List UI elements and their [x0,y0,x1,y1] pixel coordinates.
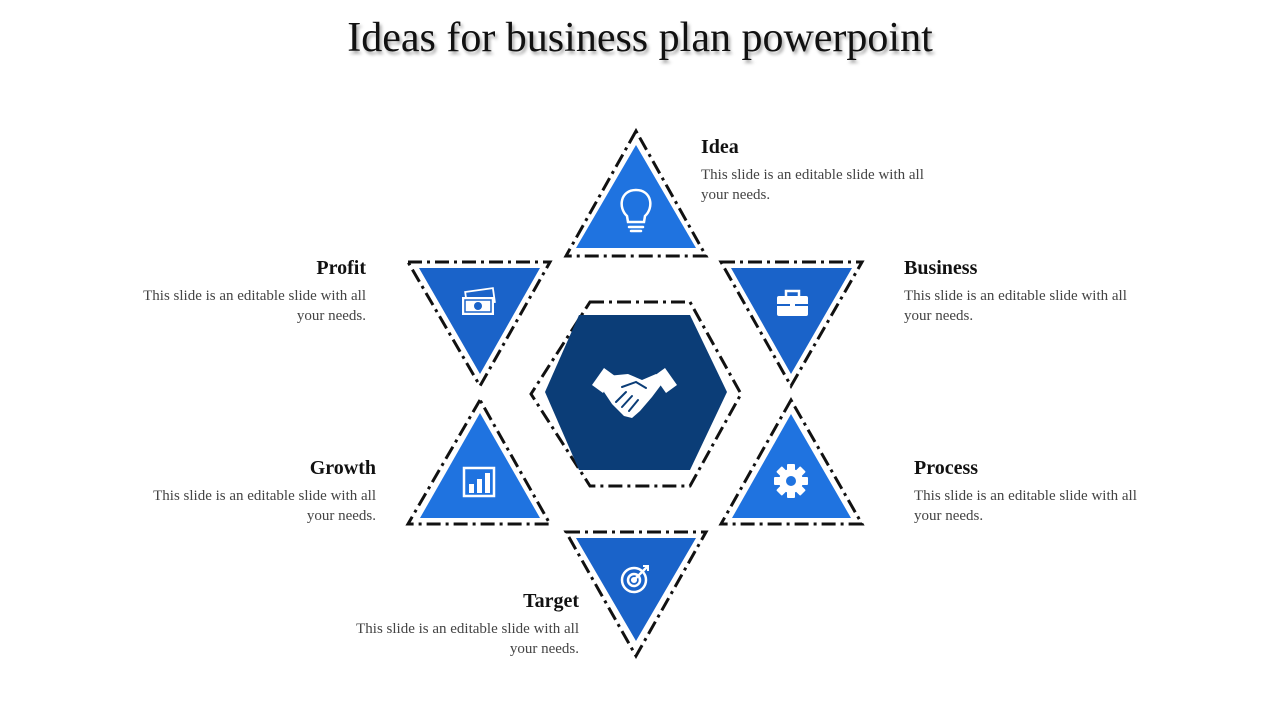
business-triangle-outline [718,260,865,390]
idea-heading: Idea [701,136,739,158]
briefcase-icon [776,289,809,316]
idea-triangle-outline [563,127,709,258]
target-triangle-outline [563,530,709,660]
bar-chart-icon [462,466,496,498]
money-icon [462,287,496,315]
growth-heading: Growth [309,457,376,479]
profit-triangle-outline [405,260,553,390]
profit-description: This slide is an editable slide with all… [143,288,366,324]
hexagon-outline [529,300,743,488]
target-description: This slide is an editable slide with all… [356,621,579,657]
handshake-icon [592,368,677,418]
growth-label: Growth This slide is an editable slide w… [136,457,376,526]
slide-title: Ideas for business plan powerpoint [347,15,933,61]
process-label: Process This slide is an editable slide … [914,457,1154,526]
business-description: This slide is an editable slide with all… [904,288,1127,324]
target-label: Target This slide is an editable slide w… [339,590,579,659]
business-triangle [731,268,852,374]
profit-heading: Profit [316,257,366,279]
target-triangle [576,538,696,641]
idea-description: This slide is an editable slide with all… [701,167,924,203]
target-icon [620,565,649,594]
process-triangle-outline [718,396,865,526]
business-heading: Business [904,257,978,279]
growth-description: This slide is an editable slide with all… [153,488,376,524]
growth-triangle-outline [405,396,553,526]
process-description: This slide is an editable slide with all… [914,488,1137,524]
business-label: Business This slide is an editable slide… [904,257,1144,326]
process-heading: Process [914,457,979,479]
profit-label: Profit This slide is an editable slide w… [126,257,366,326]
growth-triangle [420,413,540,518]
idea-triangle [576,145,696,248]
lightbulb-icon [620,188,652,233]
idea-label: Idea This slide is an editable slide wit… [701,136,941,205]
gear-icon [774,464,808,498]
profit-triangle [419,268,540,374]
target-heading: Target [523,590,579,612]
